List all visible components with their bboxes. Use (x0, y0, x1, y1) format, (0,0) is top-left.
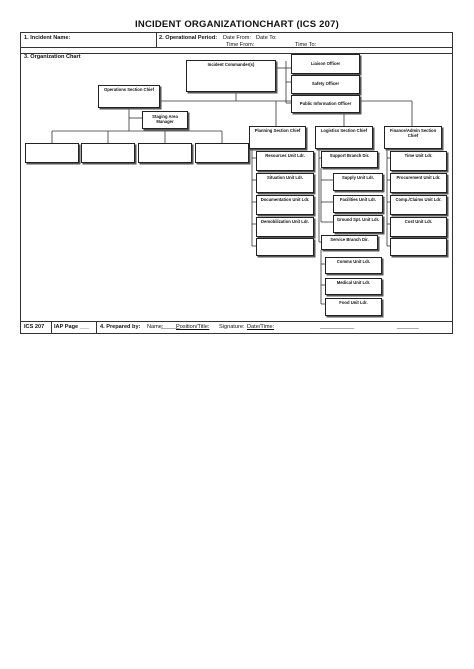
name-blank[interactable]: ______ (161, 324, 180, 330)
support-unit-3[interactable]: Ground Spt. Unit Ldr. (333, 215, 383, 233)
service-unit-3-label: Food Unit Ldr. (339, 300, 368, 305)
divider-col1 (156, 32, 157, 47)
staging-area-box[interactable]: Staging Area Manager (142, 111, 188, 129)
branch-box-2[interactable] (81, 143, 135, 163)
incident-name-label: 1. Incident Name: (24, 35, 71, 41)
liaison-officer-label: Liaison Officer (310, 60, 341, 66)
position-title-label: Position/Title: (176, 324, 210, 330)
service-unit-1-label: Comms Unit Ldr. (336, 259, 371, 264)
planning-unit-4[interactable]: Demobilization Unit Ldr. (256, 217, 314, 237)
finance-unit-4-label: Cost Unit Ldr. (404, 219, 433, 224)
prepared-by-label: 4. Prepared by: (100, 324, 141, 330)
logistics-chief-label: Logistics Section Chief (320, 128, 368, 133)
finance-unit-2[interactable]: Procurement Unit Ldr. (390, 173, 447, 193)
blank-line-2[interactable]: _______ (397, 324, 419, 330)
planning-unit-3[interactable]: Documentation Unit Ldr. (256, 195, 314, 215)
divider-row1 (20, 47, 453, 48)
service-branch-box[interactable]: Service Branch Dir. (321, 235, 378, 250)
name-label: Name: (147, 324, 164, 330)
planning-unit-1-label: Resources Unit Ldr. (265, 153, 305, 158)
service-branch-label: Service Branch Dir. (330, 237, 369, 242)
safety-officer-label: Safety Officer (311, 81, 340, 87)
datetime-label: Date/Time: (247, 324, 275, 330)
incident-commander-label: Incident Commander(s) (207, 62, 255, 67)
incident-commander-box[interactable]: Incident Commander(s) (186, 60, 276, 92)
branch-box-1[interactable] (25, 143, 79, 163)
form-number: ICS 207 (24, 324, 45, 330)
finance-unit-4[interactable]: Cost Unit Ldr. (390, 217, 447, 237)
branch-box-3[interactable] (138, 143, 192, 163)
liaison-officer-box[interactable]: Liaison Officer (291, 54, 360, 74)
finance-unit-5[interactable] (390, 238, 447, 256)
finance-unit-3-label: Comp./Claims Unit Ldr. (395, 197, 442, 202)
planning-unit-2-label: Situation Unit Ldr. (266, 175, 304, 180)
support-unit-2-label: Facilities Unit Ldr. (339, 197, 377, 202)
planning-unit-3-label: Documentation Unit Ldr. (260, 197, 310, 202)
service-unit-2-label: Medical Unit Ldr. (336, 280, 371, 285)
support-unit-2[interactable]: Facilities Unit Ldr. (333, 195, 383, 213)
planning-unit-2[interactable]: Situation Unit Ldr. (256, 173, 314, 193)
finance-chief-label: Finance/Admin Section Chief (389, 128, 437, 138)
date-from-label: Date From: (223, 35, 251, 41)
support-unit-1[interactable]: Supply Unit Ldr. (333, 173, 383, 191)
finance-chief-box[interactable]: Finance/Admin Section Chief (384, 126, 442, 149)
planning-unit-5[interactable] (256, 238, 314, 256)
finance-unit-2-label: Procurement Unit Ldr. (396, 175, 441, 180)
form-title: INCIDENT ORGANIZATIONCHART (ICS 207) (135, 19, 339, 30)
finance-unit-1[interactable]: Time Unit Ldr. (390, 151, 447, 171)
branch-box-4[interactable] (195, 143, 249, 163)
finance-unit-1-label: Time Unit Ldr. (404, 153, 433, 158)
footer-col2 (96, 321, 97, 334)
support-branch-label: Support Branch Dir. (329, 153, 370, 158)
org-chart-label: 3. Organization Chart (24, 54, 81, 60)
service-unit-2[interactable]: Medical Unit Ldr. (325, 278, 382, 295)
planning-chief-box[interactable]: Planning Section Chief (249, 126, 306, 149)
support-branch-box[interactable]: Support Branch Dir. (321, 151, 378, 168)
planning-chief-label: Planning Section Chief (254, 128, 301, 133)
divider-row2 (20, 53, 453, 54)
footer-col1 (51, 321, 52, 334)
pio-box[interactable]: Public Information Officer (291, 95, 360, 113)
staging-area-label: Staging Area Manager (152, 114, 178, 124)
safety-officer-box[interactable]: Safety Officer (291, 75, 360, 94)
service-unit-1[interactable]: Comms Unit Ldr. (325, 257, 382, 274)
footer-divider (20, 321, 453, 322)
time-to-label: Time To: (295, 42, 317, 48)
finance-unit-3[interactable]: Comp./Claims Unit Ldr. (390, 195, 447, 215)
support-unit-3-label: Ground Spt. Unit Ldr. (336, 217, 380, 222)
operational-period-label: 2. Operational Period: (159, 35, 218, 41)
form-frame (20, 32, 453, 334)
logistics-chief-box[interactable]: Logistics Section Chief (315, 126, 373, 149)
signature-label: Signature: (219, 324, 245, 330)
service-unit-3[interactable]: Food Unit Ldr. (325, 298, 382, 316)
iap-page-label: IAP Page ___ (54, 324, 90, 330)
planning-unit-4-label: Demobilization Unit Ldr. (261, 219, 309, 224)
time-from-label: Time From: (226, 42, 255, 48)
blank-line-1[interactable]: ___________ (320, 324, 355, 330)
operations-chief-label: Operations Section Chief (103, 87, 155, 92)
operations-chief-box[interactable]: Operations Section Chief (98, 85, 160, 108)
planning-unit-1[interactable]: Resources Unit Ldr. (256, 151, 314, 171)
pio-label: Public Information Officer (299, 100, 352, 106)
date-to-label: Date To: (256, 35, 277, 41)
support-unit-1-label: Supply Unit Ldr. (341, 175, 375, 180)
